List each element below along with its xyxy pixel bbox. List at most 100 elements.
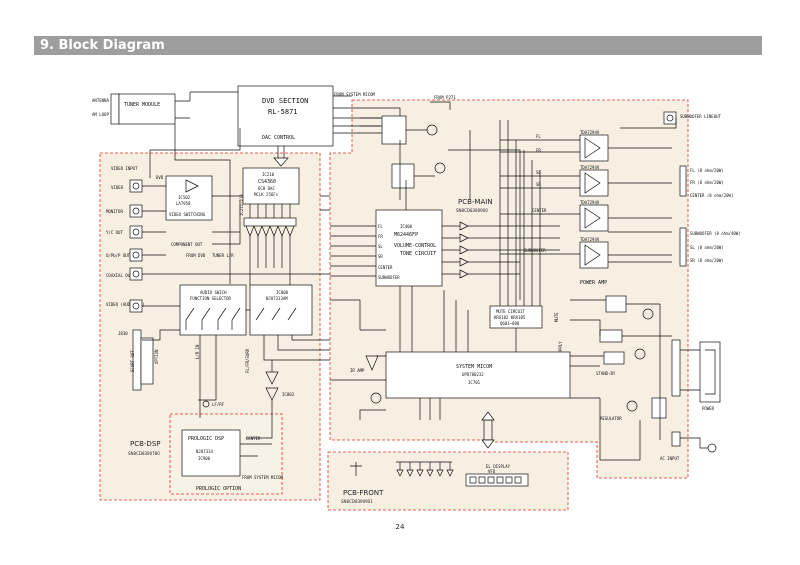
svg-text:LF/RF: LF/RF — [212, 402, 225, 407]
volume-part: M62446FP — [394, 232, 418, 238]
connector-subwoofer: SUBWOOFER (8 ohm/40W) — [690, 231, 741, 236]
signal-fr-in: FR — [378, 234, 383, 239]
connector-fl: FL (8 ohm/20W) — [690, 168, 724, 173]
power-amp-ic-2: TDA7294V — [580, 165, 600, 170]
system-micom-block: SYSTEM MICOM UPD780232 IC701 IR AMP — [330, 130, 600, 449]
pcb-front-part: SN8CD8390901 — [341, 499, 373, 504]
signal-fr-amp: FR — [536, 148, 541, 153]
signal-center-amp: CENTER — [532, 208, 547, 213]
volume-control-block: IC400 M62446FP VOLUME-CONTROL TONE CIRCU… — [330, 209, 560, 350]
display-label: EL DISPLAY — [486, 464, 511, 469]
signal-subwoofer-amp: SUBWOOFER — [524, 248, 546, 253]
signal-sl-in: SL — [378, 244, 383, 249]
signal-subwoofer-in: SUBWOOFER — [378, 275, 400, 280]
pcb-dsp-part: SN8CD8390780 — [128, 451, 160, 456]
prologic-label: PROLOGIC DSP — [188, 436, 224, 442]
mute-part: KRA102 KRA105 — [494, 315, 526, 320]
svg-text:FL/FR/SURR: FL/FR/SURR — [245, 348, 250, 373]
audio-switch-block: AUDIO SWICH FUNCTION SELECTOR IC800 NJU7… — [142, 284, 330, 418]
prologic-dsp-block: PROLOGIC DSP NJU7314 IC900 PROLOGIC OPTI… — [181, 429, 284, 492]
main-input-switch-area: FROM P271 — [360, 95, 521, 300]
signal-center-in: CENTER — [378, 265, 393, 270]
video-switching-block: IC502 LA7958 VIDEO SWITCHING DVD COMPONE… — [142, 128, 330, 275]
power-supply: POWER AC INPUT ALL PART POWER SUPPLY STA… — [558, 295, 721, 461]
njm-part: NJU7313AM — [266, 296, 288, 301]
volume-line1: VOLUME-CONTROL — [394, 243, 436, 249]
micom-part: UPD780232 — [462, 372, 484, 377]
dvd-section-title: DVD SECTION — [262, 97, 308, 105]
signal-tuner-lr: TUNER L/R — [212, 253, 234, 258]
dvd-section-model: RL-5871 — [268, 108, 298, 116]
video-switch-ic: IC502 — [178, 195, 191, 200]
svg-text:FROM SYSTEM MICOM: FROM SYSTEM MICOM — [242, 475, 284, 480]
section-header-bar — [34, 36, 762, 55]
pcb-front-region: PCB-FRONT SN8CD8390901 — [327, 451, 569, 511]
connector-monitor: MONITOR — [106, 209, 123, 214]
svg-text:STAND-BY: STAND-BY — [596, 371, 616, 376]
audio-switch-line2: FUNCTION SELECTOR — [190, 296, 232, 301]
pcb-front-label: PCB-FRONT — [343, 489, 384, 497]
connector-subwoofer-lineout: SUBWOOFER LINEOUT — [680, 114, 722, 119]
dsp-side-amps: LF/RF IC803 — [202, 360, 295, 439]
pcb-main-label: PCB-MAIN — [458, 198, 493, 206]
signal-sr-in: SR — [378, 254, 383, 259]
right-connectors: SUBWOOFER LINEOUT FL (8 ohm/20W) FR (8 o… — [620, 111, 741, 267]
cs4360-ic: IC210 — [262, 172, 275, 177]
svg-text:IC211-213: IC211-213 — [239, 194, 244, 216]
svg-text:MUTE: MUTE — [554, 312, 559, 322]
signal-dsp-center: CENTER — [246, 436, 261, 441]
power-amp-section: TDA7294V TDA7294V TDA7294V TDA7294V POWE… — [499, 120, 672, 300]
micom-label: SYSTEM MICOM — [456, 364, 492, 370]
signal-component-out: COMPONENT OUT — [171, 242, 203, 247]
svg-text:J830: J830 — [118, 331, 128, 336]
left-connectors: VIDEO INPUT VIDEO MONITOR Y/C OUT O/Pb/P… — [106, 166, 159, 391]
micom-ic: IC701 — [468, 380, 481, 385]
mute-circuit-block: MUTE CIRCUIT KRA102 KRA105 Q601~608 MUTE — [489, 300, 559, 352]
cs4360-sub1: 6CH DAC — [258, 186, 275, 191]
prologic-option-label: PROLOGIC OPTION — [196, 486, 241, 492]
pcb-dsp-label: PCB-DSP — [130, 440, 161, 448]
page-number: 24 — [395, 523, 405, 531]
connector-video: VIDEO — [111, 185, 124, 190]
svg-text:ANTENNA: ANTENNA — [92, 98, 109, 103]
display-part: VFD — [488, 469, 496, 474]
mute-label: MUTE CIRCUIT — [496, 309, 525, 314]
connector-video-audio-in: VIDEO (AUDIO IN) — [106, 302, 145, 307]
prologic-part: NJU7314 — [196, 449, 213, 454]
power-amp-ic-4: TDA7294V — [580, 237, 600, 242]
signal-sr-amp: SR — [536, 182, 541, 187]
svg-text:FROM SYSTEM MICOM: FROM SYSTEM MICOM — [334, 92, 376, 97]
connector-scart-out: SCART OUT — [130, 350, 135, 372]
connector-opbp-out: O/Pb/P OUT — [106, 253, 131, 258]
dvd-section-sub: DAC CONTROL — [262, 135, 295, 141]
power-transformer-label: POWER — [702, 406, 715, 411]
signal-fl-in: FL — [378, 224, 383, 229]
connector-yc-out: Y/C OUT — [106, 230, 123, 235]
svg-text:IR AMP: IR AMP — [350, 368, 365, 373]
power-amp-ic-1: TDA7294V — [580, 130, 600, 135]
video-switch-label: VIDEO SWITCHING — [169, 212, 206, 217]
volume-line2: TONE CIRCUIT — [400, 251, 436, 257]
tuner-module: TUNER MODULE ANTENNA AM LOOP — [92, 91, 240, 125]
svg-text:REGULATOR: REGULATOR — [600, 416, 622, 421]
svg-text:FROM P271: FROM P271 — [434, 95, 456, 100]
power-amp-ic-3: TDA7294V — [580, 200, 600, 205]
connector-fr: FR (8 ohm/20W) — [690, 180, 724, 185]
page-title: 9. Block Diagram — [40, 38, 165, 53]
connector-center: CENTER (8 ohm/20W) — [690, 193, 733, 198]
connector-option: OPTION — [154, 349, 159, 364]
svg-text:DVD: DVD — [156, 175, 164, 180]
signal-sl-amp: SL — [536, 170, 541, 175]
signal-from-dvd: FROM DVD — [186, 253, 206, 258]
connector-coaxial-output: COAXIAL OUTPUT — [106, 273, 140, 278]
audio-switch-line1: AUDIO SWICH — [200, 290, 227, 295]
interboard-wiring — [142, 195, 469, 352]
dvd-section: DVD SECTION RL-5871 DAC CONTROL FROM SYS… — [237, 85, 401, 167]
pcb-main-region: PCB-MAIN SN8CD8390900 — [329, 99, 689, 479]
cs4360-part: CS4360 — [258, 179, 276, 185]
cs4360-dac: IC210 CS4360 6CH DAC MCLK 256Fs IC211-21… — [174, 124, 300, 284]
svg-text:L/R IN: L/R IN — [195, 344, 200, 359]
njm-ic: IC800 — [276, 290, 289, 295]
cs4360-sub2: MCLK 256Fs — [254, 192, 279, 197]
front-panel: EL DISPLAY VFD — [350, 461, 529, 487]
